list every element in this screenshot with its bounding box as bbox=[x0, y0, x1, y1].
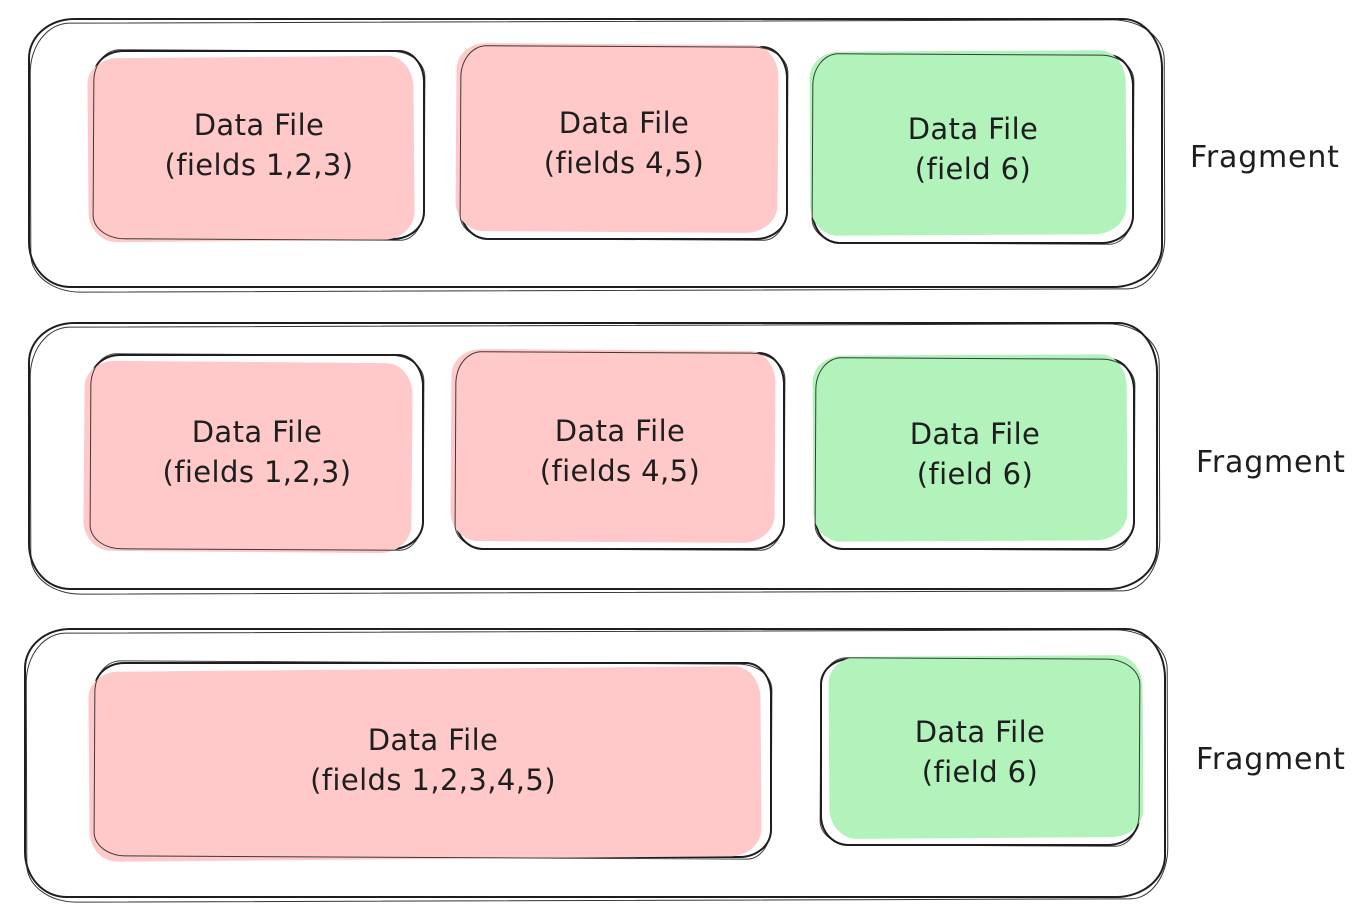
data-file-box-3-1: Data File (fields 1,2,3,4,5) bbox=[94, 662, 772, 858]
data-file-title: Data File bbox=[554, 413, 686, 448]
data-file-box-1-3: Data File (field 6) bbox=[812, 54, 1134, 244]
data-file-box-2-2: Data File (fields 4,5) bbox=[455, 352, 785, 550]
data-file-subtitle: (fields 1,2,3) bbox=[162, 454, 352, 489]
data-file-subtitle: (fields 4,5) bbox=[539, 453, 701, 488]
data-file-title: Data File bbox=[907, 111, 1039, 146]
data-file-subtitle: (fields 4,5) bbox=[543, 145, 705, 180]
data-file-title: Data File bbox=[558, 105, 690, 140]
data-file-box-2-3: Data File (field 6) bbox=[815, 358, 1135, 550]
fragment-2-label: Fragment bbox=[1196, 445, 1346, 480]
data-file-title: Data File bbox=[909, 416, 1041, 451]
data-file-box-3-2: Data File (field 6) bbox=[820, 658, 1140, 846]
data-file-subtitle: (field 6) bbox=[914, 151, 1032, 186]
data-file-title: Data File bbox=[367, 722, 499, 757]
data-file-title: Data File bbox=[914, 714, 1046, 749]
data-file-subtitle: (fields 1,2,3) bbox=[164, 147, 354, 182]
data-file-title: Data File bbox=[191, 414, 323, 449]
data-file-subtitle: (field 6) bbox=[921, 754, 1039, 789]
fragment-1-label: Fragment bbox=[1190, 140, 1340, 175]
data-file-box-1-2: Data File (fields 4,5) bbox=[460, 46, 788, 240]
fragment-3-label: Fragment bbox=[1196, 742, 1346, 777]
data-file-box-2-1: Data File (fields 1,2,3) bbox=[90, 354, 424, 550]
data-file-subtitle: (fields 1,2,3,4,5) bbox=[310, 762, 556, 797]
data-file-box-1-1: Data File (fields 1,2,3) bbox=[93, 50, 425, 240]
data-file-subtitle: (field 6) bbox=[916, 456, 1034, 491]
data-file-title: Data File bbox=[193, 107, 325, 142]
